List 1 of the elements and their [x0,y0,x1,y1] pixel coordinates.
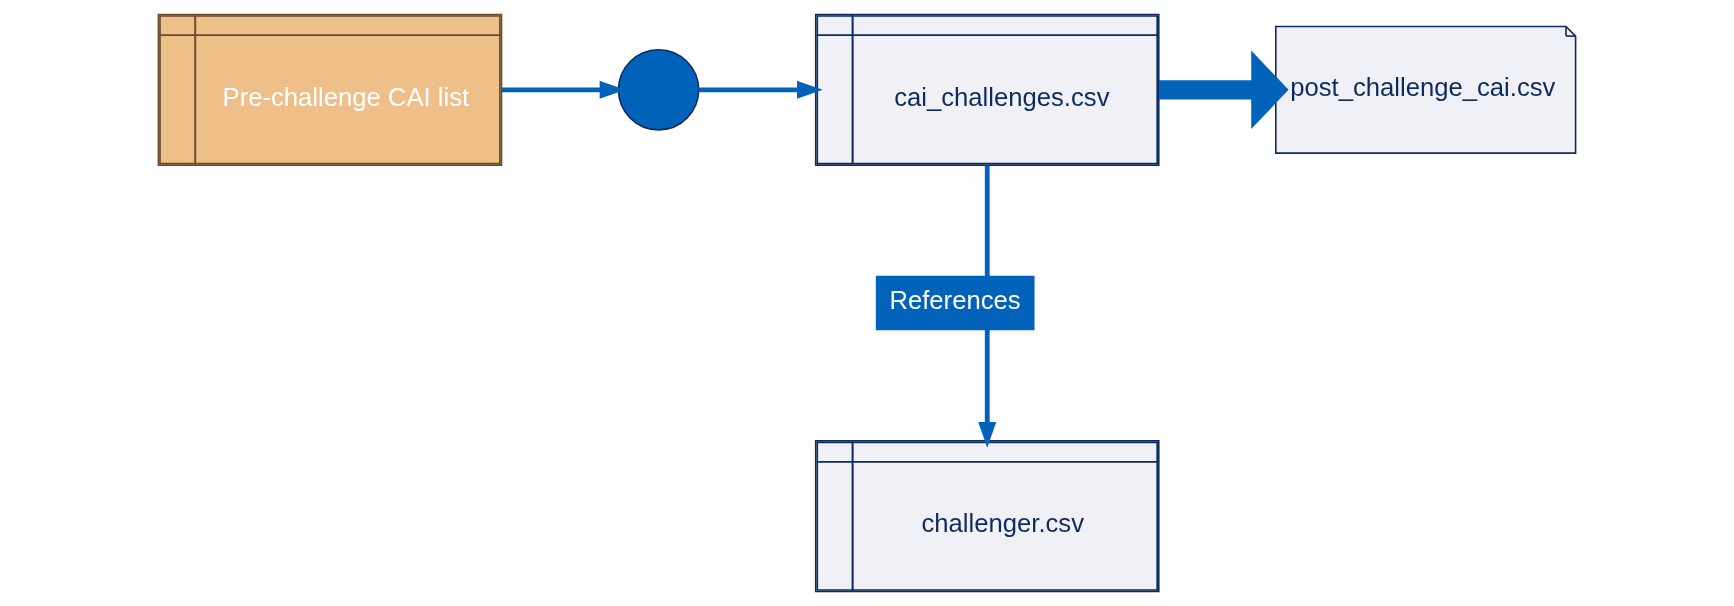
edge-label: References [889,286,1021,315]
